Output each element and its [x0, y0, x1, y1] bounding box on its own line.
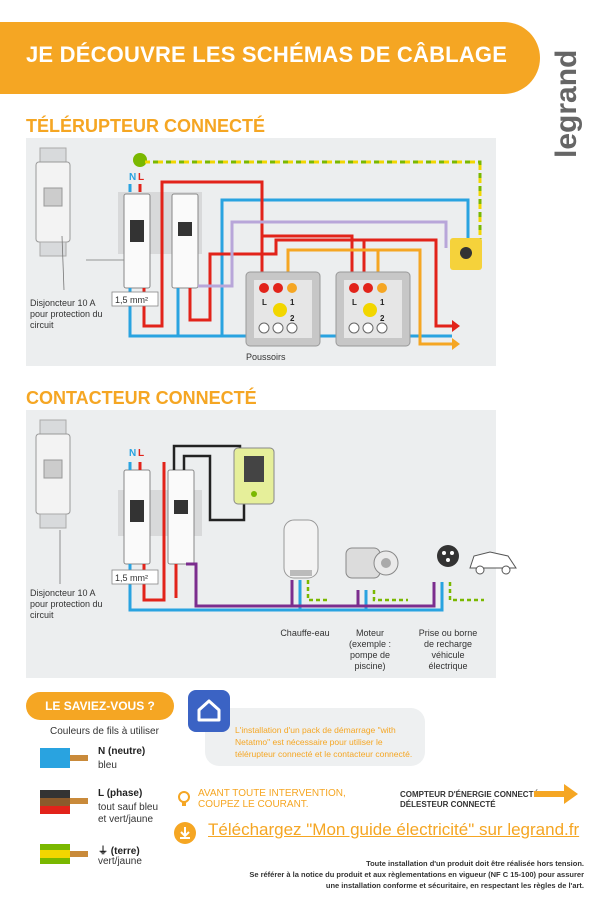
car-icon [469, 551, 517, 575]
breaker-caption-1: Disjoncteur 10 A pour protection du circ… [30, 298, 103, 330]
wire-size-label-2: 1,5 mm² [115, 573, 148, 583]
download-guide-link[interactable]: Téléchargez "Mon guide électricité" sur … [208, 820, 580, 839]
wire-color-swatches [40, 748, 88, 864]
svg-text:1: 1 [290, 298, 295, 307]
phase-label: L [138, 172, 144, 183]
legrand-logo: legrand [550, 50, 583, 158]
compteur-line-1: COMPTEUR D'ÉNERGIE CONNECTÉ [400, 790, 539, 799]
load-caption-motor: Moteur (exemple : pompe de piscine) [348, 628, 392, 671]
netatmo-info-bubble: L'installation d'un pack de démarrage "w… [205, 708, 425, 766]
svg-text:L: L [262, 298, 267, 307]
load-caption-water-heater: Chauffe-eau [280, 628, 330, 638]
svg-text:1: 1 [380, 298, 385, 307]
safety-warning: AVANT TOUTE INTERVENTION, COUPEZ LE COUR… [198, 788, 346, 810]
wire-size-label-1: 1,5 mm² [115, 295, 148, 305]
telerupteur-module [171, 193, 199, 289]
section-title-contacteur: CONTACTEUR CONNECTÉ [26, 388, 257, 408]
phase-sub: tout sauf bleu et vert/jaune [98, 802, 159, 825]
lightbulb-warning-icon [178, 791, 190, 806]
wire-colors-title: Couleurs de fils à utiliser [50, 726, 159, 737]
water-heater-icon [283, 519, 319, 579]
home-app-icon [188, 690, 230, 732]
neutral-sub: bleu [98, 760, 117, 771]
svg-text:L: L [352, 298, 357, 307]
warning-line-2: COUPEZ LE COURANT. [198, 799, 309, 810]
page-title: JE DÉCOUVRE LES SCHÉMAS DE CÂBLAGE [26, 42, 508, 67]
header-banner: JE DÉCOUVRE LES SCHÉMAS DE CÂBLAGE [0, 22, 540, 94]
neutral-title: N (neutre) [98, 746, 146, 757]
footer-line-1: Toute installation d'un produit doit êtr… [366, 859, 584, 868]
warning-line-1: AVANT TOUTE INTERVENTION, [198, 788, 346, 799]
related-products: COMPTEUR D'ÉNERGIE CONNECTÉ DÉLESTEUR CO… [400, 790, 539, 810]
download-icon [174, 822, 196, 844]
svg-text:2: 2 [290, 314, 295, 323]
earth-title: ⏚ (terre) [98, 846, 140, 857]
contactor-module [167, 469, 195, 565]
neutral-label-2: N [129, 448, 136, 459]
svg-text:2: 2 [380, 314, 385, 323]
breaker-caption-2: Disjoncteur 10 A pour protection du circ… [30, 588, 103, 620]
compteur-line-2: DÉLESTEUR CONNECTÉ [400, 800, 496, 809]
arrow-right-icon [534, 784, 578, 804]
phase-title: L (phase) [98, 788, 143, 799]
pushbuttons-caption: Poussoirs [246, 352, 286, 362]
breaker-leader-line [61, 235, 65, 291]
load-caption-ev-charger: Prise ou borne de recharge véhicule élec… [418, 628, 478, 671]
footer-disclaimer: Toute installation d'un produit doit êtr… [164, 858, 584, 891]
ev-charger-icon [437, 545, 459, 567]
breaker-illustration-2 [35, 419, 71, 529]
motor-icon [345, 547, 399, 579]
pushbutton-2: L 1 2 [335, 271, 411, 347]
earth-sub: vert/jaune [98, 856, 142, 867]
breaker-illustration [35, 147, 71, 257]
phase-wire-swatch [40, 790, 70, 798]
neutral-label: N [129, 172, 136, 183]
brand-text: legrand [550, 50, 583, 158]
footer-line-2: Se référer à la notice du produit et aux… [249, 870, 584, 879]
footer-line-3: une installation conforme et sécuritaire… [325, 881, 584, 890]
netatmo-info-text: L'installation d'un pack de démarrage "w… [235, 725, 413, 759]
neutral-wire-swatch [40, 748, 70, 768]
section-title-telerupteur: TÉLÉRUPTEUR CONNECTÉ [26, 116, 266, 136]
pushbutton-1: L 1 2 [245, 271, 321, 347]
did-you-know-badge: LE SAVIEZ-VOUS ? [26, 692, 174, 720]
phase-label-2: L [138, 448, 144, 459]
